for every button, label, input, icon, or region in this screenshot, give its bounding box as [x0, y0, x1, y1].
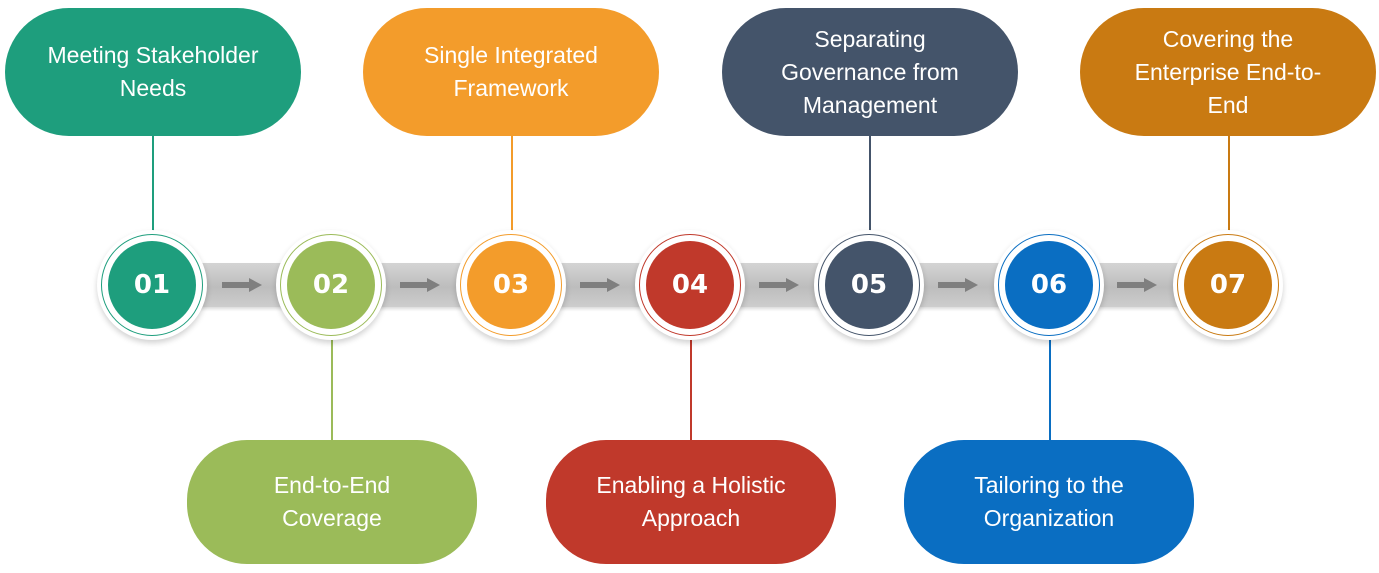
- connector-line-07: [1228, 136, 1230, 231]
- step-number-03: 03: [467, 241, 555, 329]
- step-node-06: 06: [994, 230, 1104, 340]
- step-label-01: Meeting Stakeholder Needs: [5, 8, 301, 136]
- step-number-07: 07: [1184, 241, 1272, 329]
- step-number-04: 04: [646, 241, 734, 329]
- step-label-06: Tailoring to the Organization: [904, 440, 1194, 564]
- connector-line-02: [331, 340, 333, 440]
- connector-line-01: [152, 136, 154, 231]
- step-node-05: 05: [814, 230, 924, 340]
- step-label-05: Separating Governance from Management: [722, 8, 1018, 136]
- step-node-04: 04: [635, 230, 745, 340]
- right-arrow-icon: [1117, 278, 1157, 292]
- step-label-02: End-to-End Coverage: [187, 440, 477, 564]
- right-arrow-icon: [222, 278, 262, 292]
- connector-line-05: [869, 136, 871, 231]
- step-number-01: 01: [108, 241, 196, 329]
- connector-line-04: [690, 340, 692, 440]
- step-label-07: Covering the Enterprise End-to- End: [1080, 8, 1376, 136]
- step-label-04: Enabling a Holistic Approach: [546, 440, 836, 564]
- step-number-06: 06: [1005, 241, 1093, 329]
- step-node-03: 03: [456, 230, 566, 340]
- right-arrow-icon: [400, 278, 440, 292]
- right-arrow-icon: [580, 278, 620, 292]
- step-number-05: 05: [825, 241, 913, 329]
- step-node-01: 01: [97, 230, 207, 340]
- step-node-02: 02: [276, 230, 386, 340]
- connector-line-03: [511, 136, 513, 231]
- right-arrow-icon: [938, 278, 978, 292]
- right-arrow-icon: [759, 278, 799, 292]
- step-label-03: Single Integrated Framework: [363, 8, 659, 136]
- step-node-07: 07: [1173, 230, 1283, 340]
- connector-line-06: [1049, 340, 1051, 440]
- step-number-02: 02: [287, 241, 375, 329]
